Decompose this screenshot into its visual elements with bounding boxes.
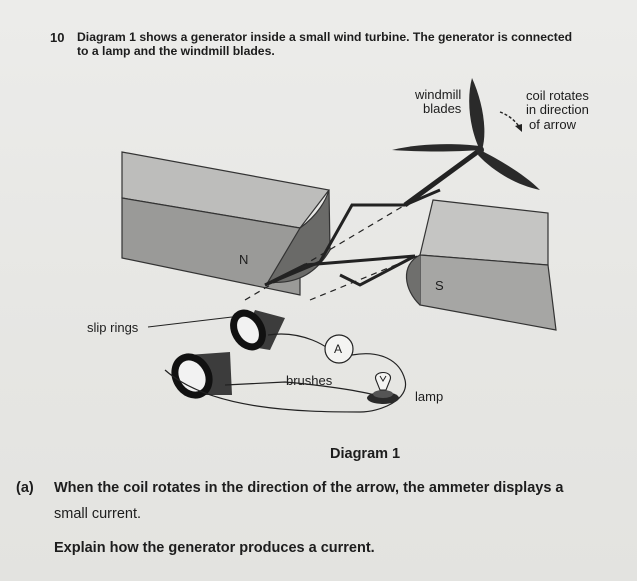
label-brushes: brushes xyxy=(286,373,333,388)
generator-diagram xyxy=(121,78,557,413)
intro-line-2: to a lamp and the windmill blades. xyxy=(77,44,275,58)
intro-line-1: Diagram 1 shows a generator inside a sma… xyxy=(77,30,573,44)
label-north: N xyxy=(239,252,249,267)
label-windmill: windmill xyxy=(415,87,462,102)
label-ammeter: A xyxy=(334,342,343,356)
rotation-arrow xyxy=(499,111,522,132)
label-slip-rings: slip rings xyxy=(87,320,139,335)
south-magnet xyxy=(405,199,557,331)
part-a-label: (a) xyxy=(16,480,34,496)
coil xyxy=(244,188,441,301)
label-coil-rotates: coil rotates xyxy=(526,88,589,103)
part-a-text: When the coil rotates in the direction o… xyxy=(54,475,594,527)
north-magnet xyxy=(121,151,331,296)
part-a-line-1: When the coil rotates in the direction o… xyxy=(54,480,564,496)
slip-rings-leader xyxy=(147,316,233,328)
label-blades: blades xyxy=(423,101,462,116)
shaft xyxy=(403,147,482,208)
label-of-arrow: of arrow xyxy=(529,117,576,132)
label-south: S xyxy=(435,278,444,293)
part-a-prompt: Explain how the generator produces a cur… xyxy=(54,540,375,556)
diagram-caption: Diagram 1 xyxy=(330,446,401,462)
question-number: 10 xyxy=(50,30,65,45)
windmill-blades xyxy=(392,78,540,190)
label-in-direction: in direction xyxy=(526,102,589,117)
lamp-icon xyxy=(367,371,399,404)
part-a-line-2: small current. xyxy=(54,506,142,522)
label-lamp: lamp xyxy=(415,389,444,404)
ammeter-icon xyxy=(324,334,354,364)
slip-rings xyxy=(171,309,285,399)
question-intro: Diagram 1 shows a generator inside a sma… xyxy=(77,30,597,58)
